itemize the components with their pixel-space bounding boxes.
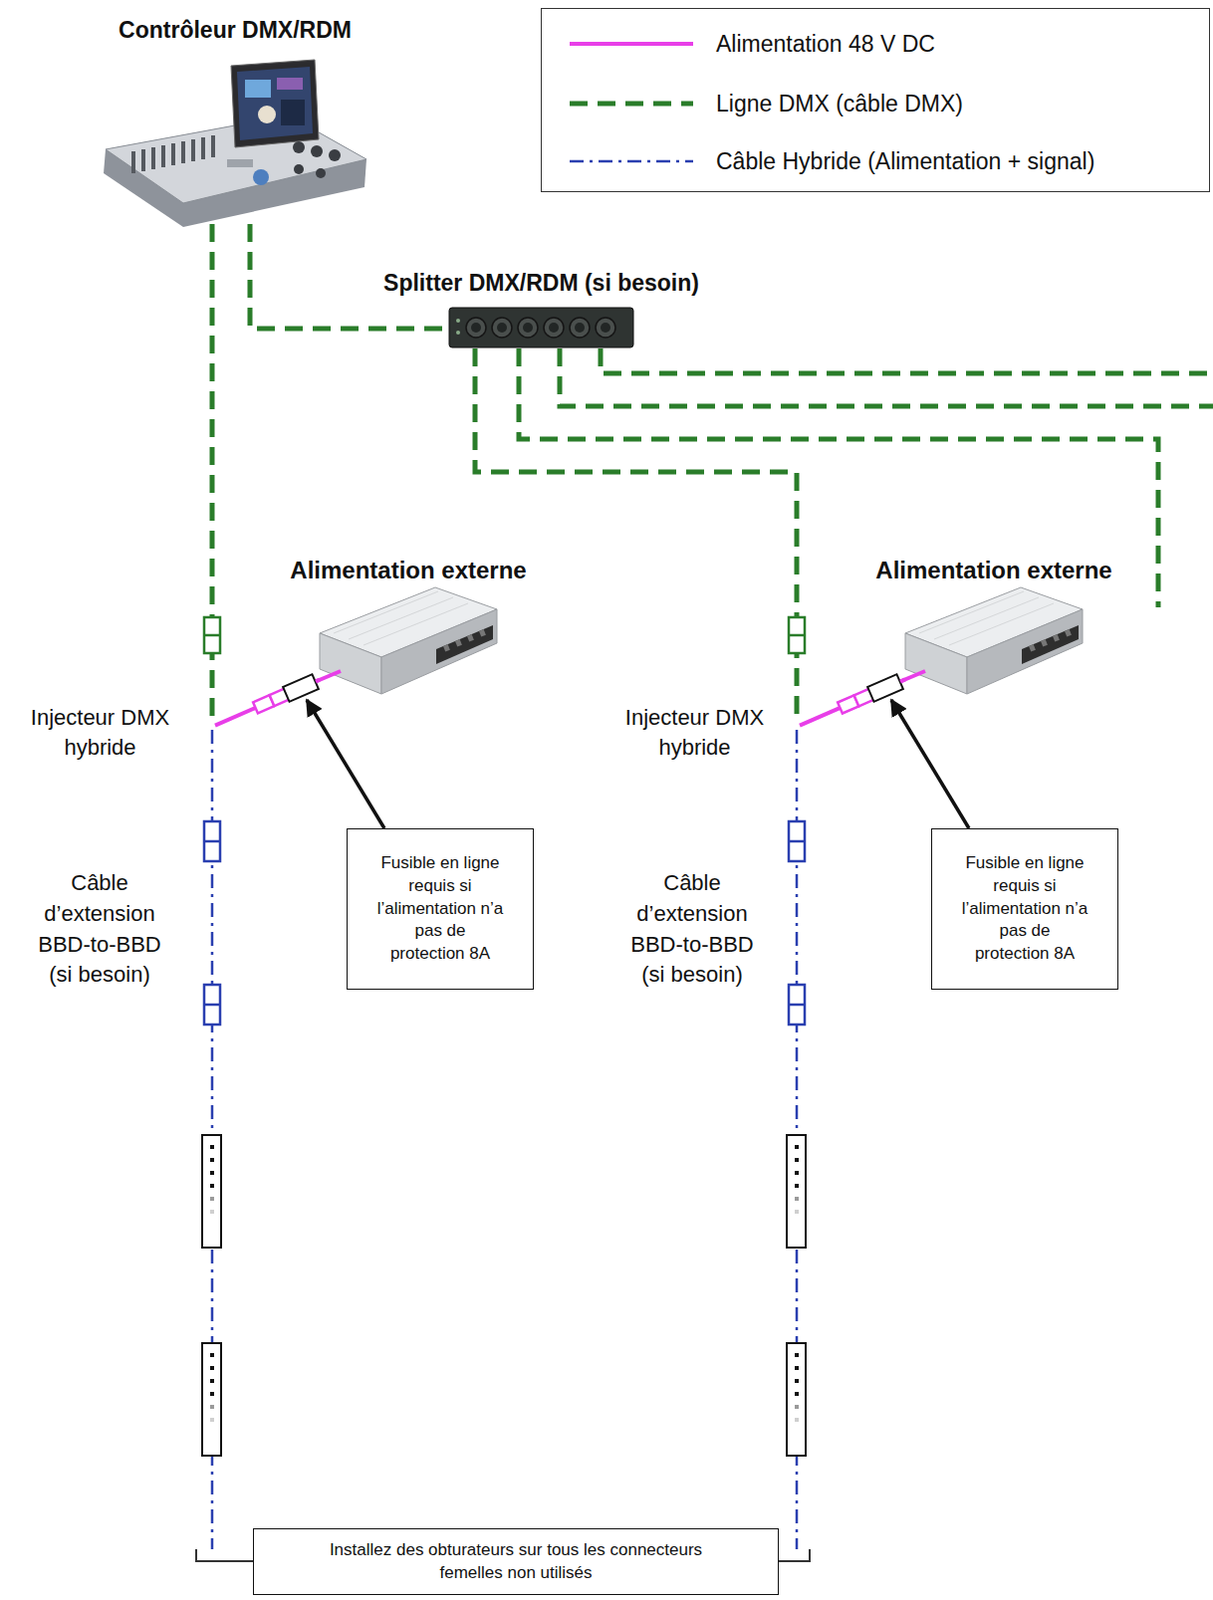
node-text: Fusible en ligne requis si l’alimentatio… [960, 852, 1090, 968]
dmx-outputs [518, 348, 1213, 608]
dmx-connector [204, 617, 805, 654]
node-heading: Alimentation externe [259, 554, 557, 587]
symbols [202, 617, 970, 1456]
cable-label: Câble d’extension BBD-to-BBD (si besoin) [24, 868, 175, 991]
legend-text: Alimentation 48 V DC [716, 30, 936, 58]
node-text: Fusible en ligne requis si l’alimentatio… [375, 852, 505, 968]
dmx-line [475, 348, 797, 725]
hybrid-injector: Injecteur DMX hybride [209, 724, 216, 730]
node-heading: Injecteur DMX hybride [602, 703, 787, 762]
legend-row: Câble Hybride (Alimentation + signal) [569, 145, 1095, 178]
illustrations [103, 59, 1213, 1562]
callout-arrow [306, 700, 970, 829]
fuse-note: Fusible en ligne requis si l’alimentatio… [346, 828, 534, 990]
legend-line-sample [569, 160, 694, 164]
power-supply: Alimentation externe [319, 587, 497, 695]
power-supply-unit [905, 587, 1083, 695]
light-fixture [202, 1135, 806, 1456]
node-heading: Contrôleur DMX/RDM [42, 14, 428, 46]
legend-row: Ligne DMX (câble DMX) [569, 87, 964, 120]
lighting-console [103, 59, 367, 228]
dmx-splitter: Splitter DMX/RDM (si besoin) [449, 305, 634, 349]
hybrid-cable [212, 729, 797, 1550]
node-text: Installez des obturateurs sur tous les c… [326, 1539, 706, 1586]
fuse-note: Fusible en ligne requis si l’alimentatio… [931, 828, 1119, 990]
legend-swatch [569, 155, 694, 168]
legend-line-sample [569, 41, 694, 46]
legend-line-sample [569, 101, 694, 107]
inline-fuse [252, 671, 926, 715]
hybrid-connector [204, 821, 805, 1025]
legend-text: Ligne DMX (câble DMX) [716, 90, 964, 118]
node-heading: Alimentation externe [845, 554, 1143, 587]
legend-swatch [569, 97, 694, 110]
splitter-unit [449, 307, 634, 348]
connector-layer [212, 224, 906, 727]
blanking-cap-note: Installez des obturateurs sur tous les c… [252, 1528, 779, 1596]
node-heading: Splitter DMX/RDM (si besoin) [339, 267, 743, 299]
legend-row: Alimentation 48 V DC [569, 27, 936, 60]
hybrid-injector: Injecteur DMX hybride [793, 724, 800, 730]
power-supply-unit [319, 587, 497, 695]
cable-label: Câble d’extension BBD-to-BBD (si besoin) [617, 868, 767, 991]
lighting-console: Contrôleur DMX/RDM [102, 60, 368, 225]
legend-text: Câble Hybride (Alimentation + signal) [716, 148, 1095, 176]
legend-box: Alimentation 48 V DC Ligne DMX (câble DMX… [540, 7, 1211, 193]
power-supply: Alimentation externe [905, 587, 1083, 695]
legend-swatch [569, 37, 694, 50]
node-heading: Injecteur DMX hybride [7, 703, 193, 762]
